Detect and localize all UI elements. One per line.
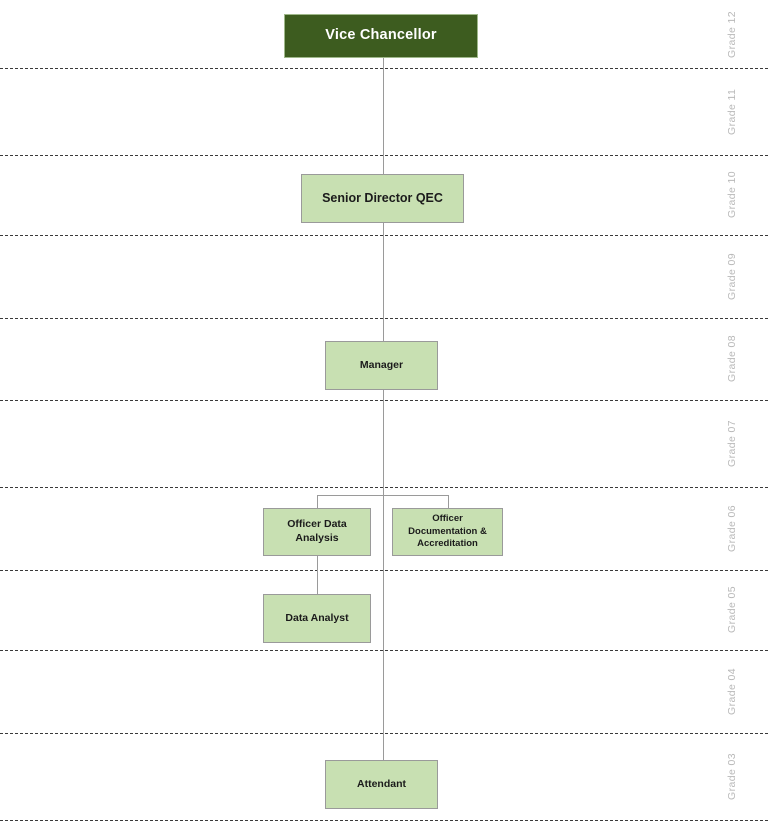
grade-divider-04-03 [0,733,768,734]
grade-divider-10-09 [0,235,768,236]
grade-label-03: Grade 03 [726,753,738,800]
connector-to-officer-data [317,495,318,508]
node-label: Manager [359,358,404,371]
node-label: Vice Chancellor [325,27,437,44]
grade-label-11: Grade 11 [726,88,738,135]
grade-label-05: Grade 05 [726,586,738,634]
node-vice-chancellor[interactable]: Vice Chancellor [284,14,478,58]
grade-divider-11-10 [0,155,768,156]
node-senior-director-qec[interactable]: Senior Director QEC [301,174,464,223]
node-attendant[interactable]: Attendant [325,760,438,809]
grade-divider-07-06 [0,487,768,488]
connector-main-spine [383,58,384,760]
grade-divider-09-08 [0,318,768,319]
grade-divider-12-11 [0,68,768,69]
grade-label-04: Grade 04 [726,668,738,715]
node-label: Officer Data Analysis [287,518,347,544]
node-officer-data-analysis[interactable]: Officer Data Analysis [263,508,371,556]
connector-to-data-analyst [317,556,318,594]
grade-label-12: Grade 12 [726,11,738,59]
grade-divider-bottom [0,820,768,821]
node-label: Data Analyst [285,611,349,624]
node-label: Senior Director QEC [322,191,443,206]
grade-divider-06-05 [0,570,768,571]
grade-label-08: Grade 08 [726,335,738,383]
grade-divider-05-04 [0,650,768,651]
grade-label-06: Grade 06 [726,505,738,552]
connector-officers-bracket [317,495,448,496]
node-label: Attendant [357,777,406,790]
node-label: Officer Documentation & Accreditation [408,513,487,550]
node-officer-documentation-accreditation[interactable]: Officer Documentation & Accreditation [392,508,503,556]
grade-label-09: Grade 09 [726,253,738,300]
connector-to-officer-doc [448,495,449,508]
grade-label-10: Grade 10 [726,171,738,219]
node-manager[interactable]: Manager [325,341,438,390]
grade-label-07: Grade 07 [726,420,738,467]
grade-divider-08-07 [0,400,768,401]
node-data-analyst[interactable]: Data Analyst [263,594,371,643]
